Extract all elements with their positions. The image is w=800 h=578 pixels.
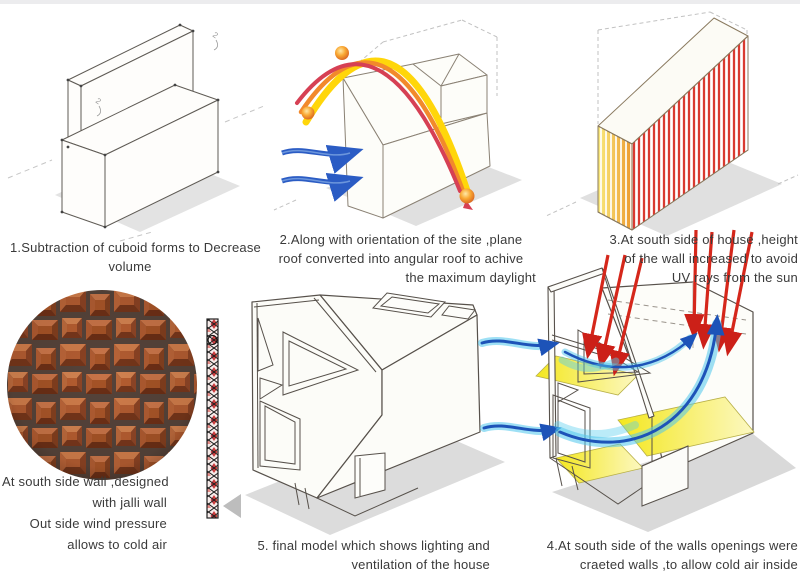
strip-circle-marker — [207, 334, 218, 346]
site-guide-dashes — [7, 105, 265, 242]
final-model-body — [251, 294, 481, 499]
sketch-step3-raised-south-wall — [545, 11, 799, 236]
sketch-step4-section-model — [478, 229, 796, 532]
caption-line: ventilation of the house — [351, 557, 490, 572]
caption-step3: 3.At south side of house ,height of the … — [540, 230, 798, 287]
sketch-step2-angular-roof — [273, 19, 522, 226]
caption-line: 5. final model which shows lighting and — [257, 538, 490, 553]
jalli-strip-body — [206, 318, 219, 519]
caption-line: with jalli wall — [92, 495, 167, 510]
sketch-step5-final-model — [245, 292, 505, 535]
caption-step4: 4.At south side of the walls openings we… — [536, 536, 798, 574]
dimension-marks: 2 2 — [94, 30, 220, 117]
roof-skylights — [371, 292, 476, 320]
caption-line: craeted walls ,to allow cold air inside — [579, 557, 798, 572]
caption-line: At south side wall ,designed — [2, 474, 169, 489]
air-swoosh-arrows — [478, 314, 725, 448]
sun-path-arcs — [295, 57, 473, 201]
caption-line: 4.At south side of the walls openings we… — [546, 538, 798, 553]
caption-line: 3.At south side of house ,height — [609, 232, 798, 247]
caption-line: of the wall increased to avoid — [624, 251, 798, 266]
caption-jalli-wall: At south side wall ,designed with jalli … — [2, 471, 169, 555]
entry-opening — [354, 452, 386, 499]
caption-line: Out side wind pressure — [29, 516, 167, 531]
svg-text:2: 2 — [211, 30, 220, 40]
caption-line: UV rays from the sun — [671, 270, 798, 285]
caption-line: 2.Along with orientation of the site ,pl… — [279, 232, 523, 247]
left-triangle-arrow-icon — [223, 494, 241, 518]
caption-line: roof converted into angular roof to achi… — [278, 251, 524, 266]
front-face — [316, 314, 481, 499]
wind-arrows — [281, 144, 364, 202]
gable-truss-frames — [253, 297, 377, 471]
sketch-step1-cuboid-subtraction: 2 2 — [7, 23, 265, 242]
caption-step1: 1.Subtraction of cuboid forms to Decreas… — [10, 238, 261, 276]
base-steps-and-legs — [294, 482, 419, 517]
jalli-section-strip — [206, 318, 241, 519]
caption-step5: 5. final model which shows lighting and … — [240, 536, 490, 574]
svg-text:2: 2 — [94, 96, 103, 106]
vertex-dots — [60, 23, 220, 229]
caption-step2: 2.Along with orientation of the site ,pl… — [258, 230, 544, 287]
jalli-photo — [7, 290, 197, 480]
front-step-box — [641, 445, 689, 507]
caption-line: the maximum daylight — [405, 270, 536, 285]
caption-line: volume — [108, 259, 152, 274]
striped-wedge-house — [597, 17, 749, 231]
top-strip — [0, 0, 800, 4]
caption-line: 1.Subtraction of cuboid forms to Decreas… — [10, 240, 261, 255]
caption-line: allows to cold air — [67, 537, 167, 552]
sun-spheres — [301, 46, 475, 204]
front-block — [61, 84, 219, 228]
uv-ray-arrows — [582, 229, 754, 377]
